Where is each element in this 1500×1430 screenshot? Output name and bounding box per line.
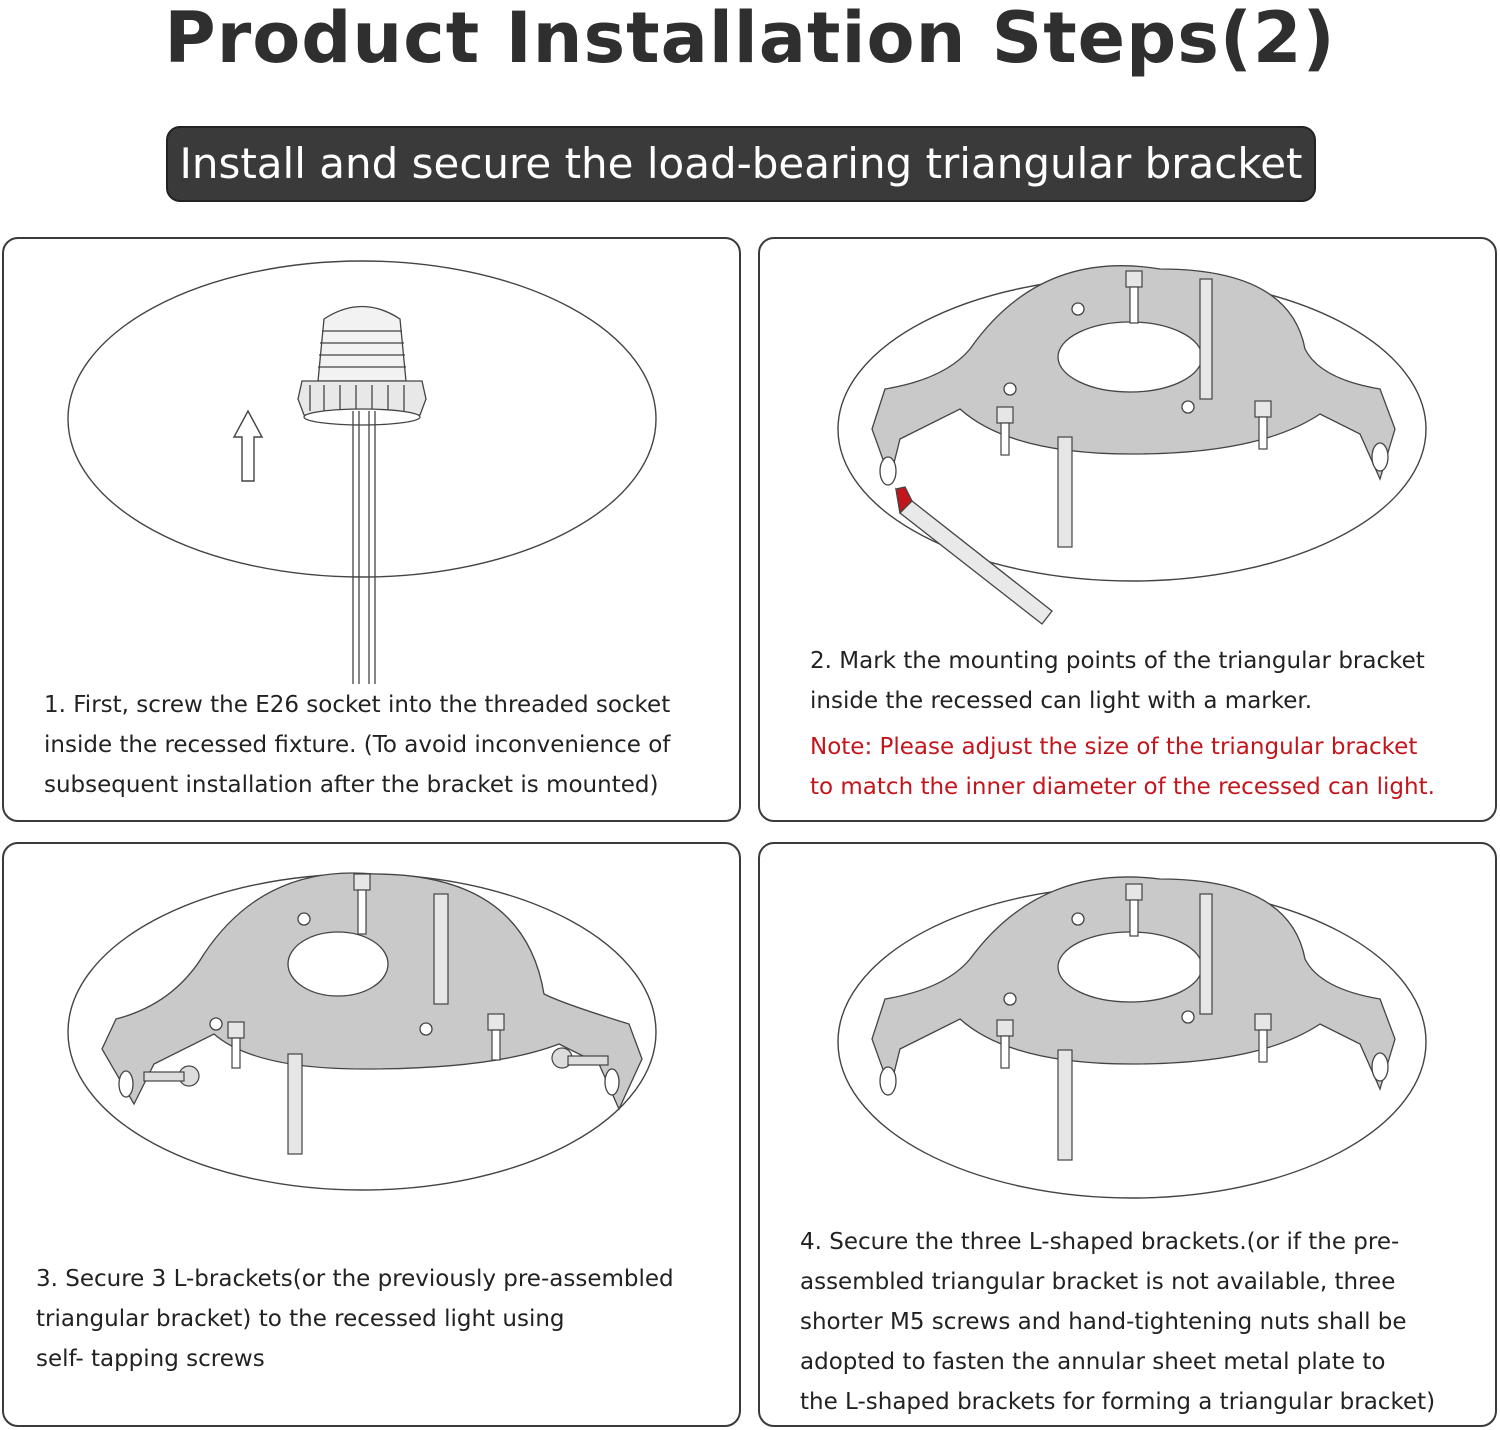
bolt-icon — [227, 873, 505, 1155]
step-4-caption: 4. Secure the three L-shaped brackets.(o… — [800, 1222, 1435, 1422]
caption-line: inside the recessed fixture. (To avoid i… — [44, 732, 671, 758]
caption-line: inside the recessed can light with a mar… — [810, 688, 1313, 714]
step-1-panel: 1. First, screw the E26 socket into the … — [2, 237, 741, 822]
caption-line: self- tapping screws — [36, 1346, 265, 1372]
socket-wires — [352, 411, 376, 684]
step-2-caption: 2. Mark the mounting points of the trian… — [810, 641, 1435, 807]
caption-line: the L-shaped brackets for forming a tria… — [800, 1389, 1436, 1415]
caption-line: adopted to fasten the annular sheet meta… — [800, 1349, 1386, 1375]
l-bracket-illustration — [837, 876, 1427, 1199]
caption-line: 1. First, screw the E26 socket into the … — [44, 692, 671, 718]
note-line: Note: Please adjust the size of the tria… — [810, 734, 1418, 760]
caption-line: 2. Mark the mounting points of the trian… — [810, 648, 1425, 674]
caption-line: 3. Secure 3 L-brackets(or the previously… — [36, 1266, 674, 1292]
marking-illustration — [837, 265, 1427, 625]
bolt-icon — [996, 270, 1272, 548]
section-banner: Install and secure the load-bearing tria… — [166, 126, 1316, 202]
step-1-caption: 1. First, screw the E26 socket into the … — [44, 685, 670, 805]
bolt-icon — [996, 883, 1272, 1161]
step-3-panel: 3. Secure 3 L-brackets(or the previously… — [2, 842, 741, 1427]
e26-socket-icon — [297, 305, 427, 426]
caption-line: 4. Secure the three L-shaped brackets.(o… — [800, 1229, 1400, 1255]
step-4-panel: 4. Secure the three L-shaped brackets.(o… — [758, 842, 1497, 1427]
caption-line: shorter M5 screws and hand-tightening nu… — [800, 1309, 1407, 1335]
step-3-caption: 3. Secure 3 L-brackets(or the previously… — [36, 1259, 674, 1379]
step-2-panel: 2. Mark the mounting points of the trian… — [758, 237, 1497, 822]
triangular-bracket-icon — [101, 872, 643, 1111]
caption-line: assembled triangular bracket is not avai… — [800, 1269, 1396, 1295]
caption-line: subsequent installation after the bracke… — [44, 772, 659, 798]
note-line: to match the inner diameter of the reces… — [810, 774, 1435, 800]
arrow-up-icon — [232, 409, 264, 482]
caption-line: triangular bracket) to the recessed ligh… — [36, 1306, 565, 1332]
page-title: Product Installation Steps(2) — [164, 0, 1336, 79]
self-tapping-screw-icon — [143, 1047, 609, 1087]
self-tapping-illustration — [67, 872, 657, 1191]
marker-pen-icon — [895, 486, 1053, 625]
socket-illustration — [67, 260, 657, 684]
